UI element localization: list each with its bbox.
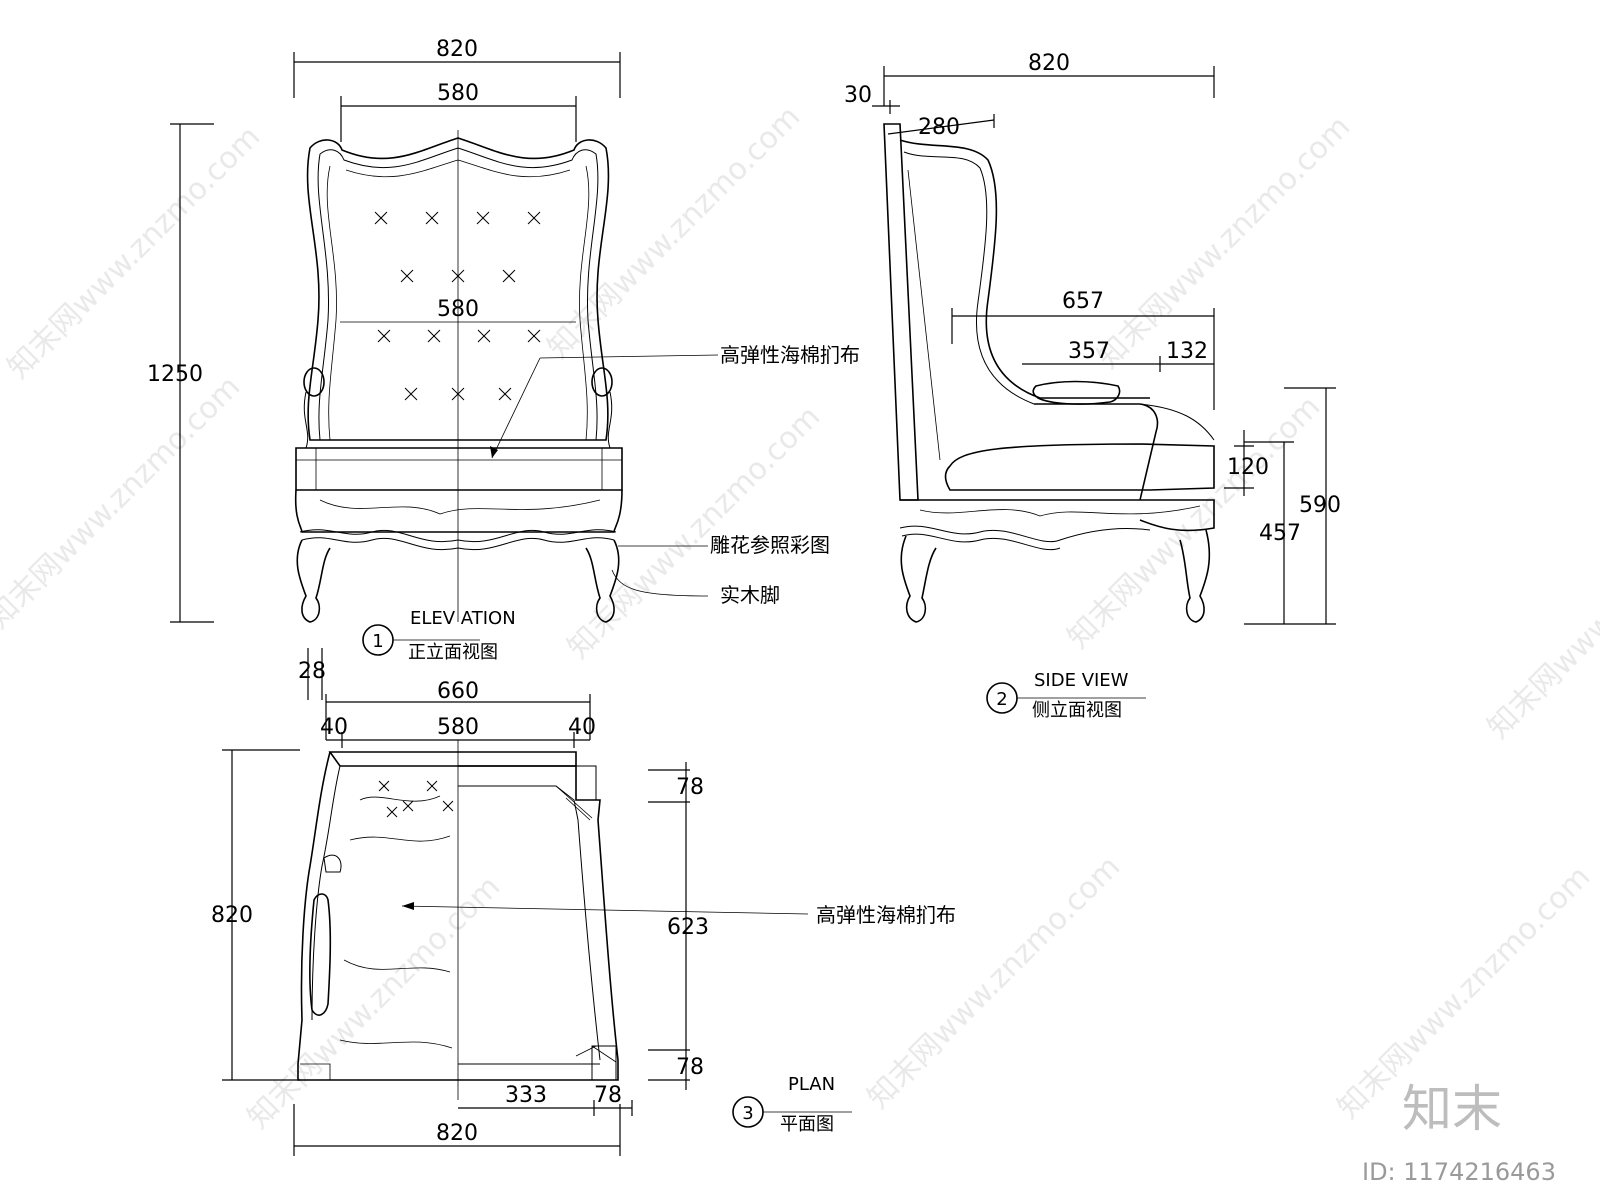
side-title-en: SIDE VIEW — [1034, 670, 1129, 691]
plan-title-cn: 平面图 — [780, 1114, 834, 1135]
tufting-buttons — [374, 211, 541, 401]
dim-plan-right-margin: 40 — [568, 715, 596, 740]
side-view: 820 30 280 657 35 — [844, 51, 1341, 721]
plan-title-en: PLAN — [788, 1074, 835, 1095]
dim-side-arm-height: 590 — [1299, 493, 1341, 518]
dim-side-depth: 820 — [1028, 51, 1070, 76]
elev-title-en: ELEV ATION — [410, 608, 516, 629]
dim-plan-right-top: 78 — [676, 775, 704, 800]
watermark-text: 知末网www.znzmo.com — [1091, 109, 1357, 375]
dim-elev-width: 820 — [436, 37, 478, 62]
elev-title-cn: 正立面视图 — [408, 642, 498, 663]
watermark-text: 知末网www.znzmo.com — [861, 849, 1127, 1115]
dim-plan-left-margin: 40 — [320, 715, 348, 740]
watermark-text: 知末网www.znzmo.com — [0, 369, 247, 635]
dim-elev-height: 1250 — [147, 362, 203, 387]
dim-plan-top-small: 28 — [298, 659, 326, 684]
dim-side-front: 132 — [1166, 339, 1208, 364]
plan-view: 28 660 40 580 40 820 — [211, 648, 956, 1156]
dim-plan-inner-width: 580 — [437, 715, 479, 740]
dim-side-seat-height: 457 — [1259, 521, 1301, 546]
dim-side-back-thickness: 30 — [844, 83, 872, 108]
dim-plan-bottom-width: 820 — [436, 1121, 478, 1146]
dim-plan-right-bottom: 78 — [676, 1055, 704, 1080]
plan-number: 3 — [742, 1103, 753, 1124]
dim-side-arm: 357 — [1068, 339, 1110, 364]
dim-plan-right-mid: 623 — [667, 915, 709, 940]
note-elev-leg: 实木脚 — [720, 583, 780, 607]
note-elev-fabric: 高弹性海棉扪布 — [720, 343, 860, 367]
elevation-view: 820 580 1250 580 — [147, 37, 860, 663]
elev-number: 1 — [372, 631, 383, 652]
watermark-text: 知末网www.znzmo.com — [241, 869, 507, 1135]
dim-side-wing: 280 — [918, 115, 960, 140]
dim-plan-bottom-half: 333 — [505, 1083, 547, 1108]
note-elev-carving: 雕花参照彩图 — [710, 533, 830, 557]
dim-plan-depth: 820 — [211, 903, 253, 928]
side-number: 2 — [996, 689, 1007, 710]
watermark-layer: 知末网www.znzmo.com 知末网www.znzmo.com 知末网www… — [0, 99, 1600, 1135]
note-plan-fabric: 高弹性海棉扪布 — [816, 903, 956, 927]
side-title-cn: 侧立面视图 — [1032, 700, 1122, 721]
watermark-text: 知末网www.znzmo.com — [1481, 479, 1600, 745]
brand-logo-text: 知末 — [1402, 1080, 1502, 1138]
dim-plan-top-width: 660 — [437, 679, 479, 704]
dim-plan-bottom-small: 78 — [594, 1083, 622, 1108]
watermark-text: 知末网www.znzmo.com — [1, 119, 267, 385]
dim-elev-top-inner: 580 — [437, 81, 479, 106]
dim-elev-mid-width: 580 — [437, 297, 479, 322]
dim-side-cushion: 120 — [1227, 455, 1269, 480]
image-id: ID: 1174216463 — [1362, 1158, 1556, 1186]
dim-side-seat-depth: 657 — [1062, 289, 1104, 314]
